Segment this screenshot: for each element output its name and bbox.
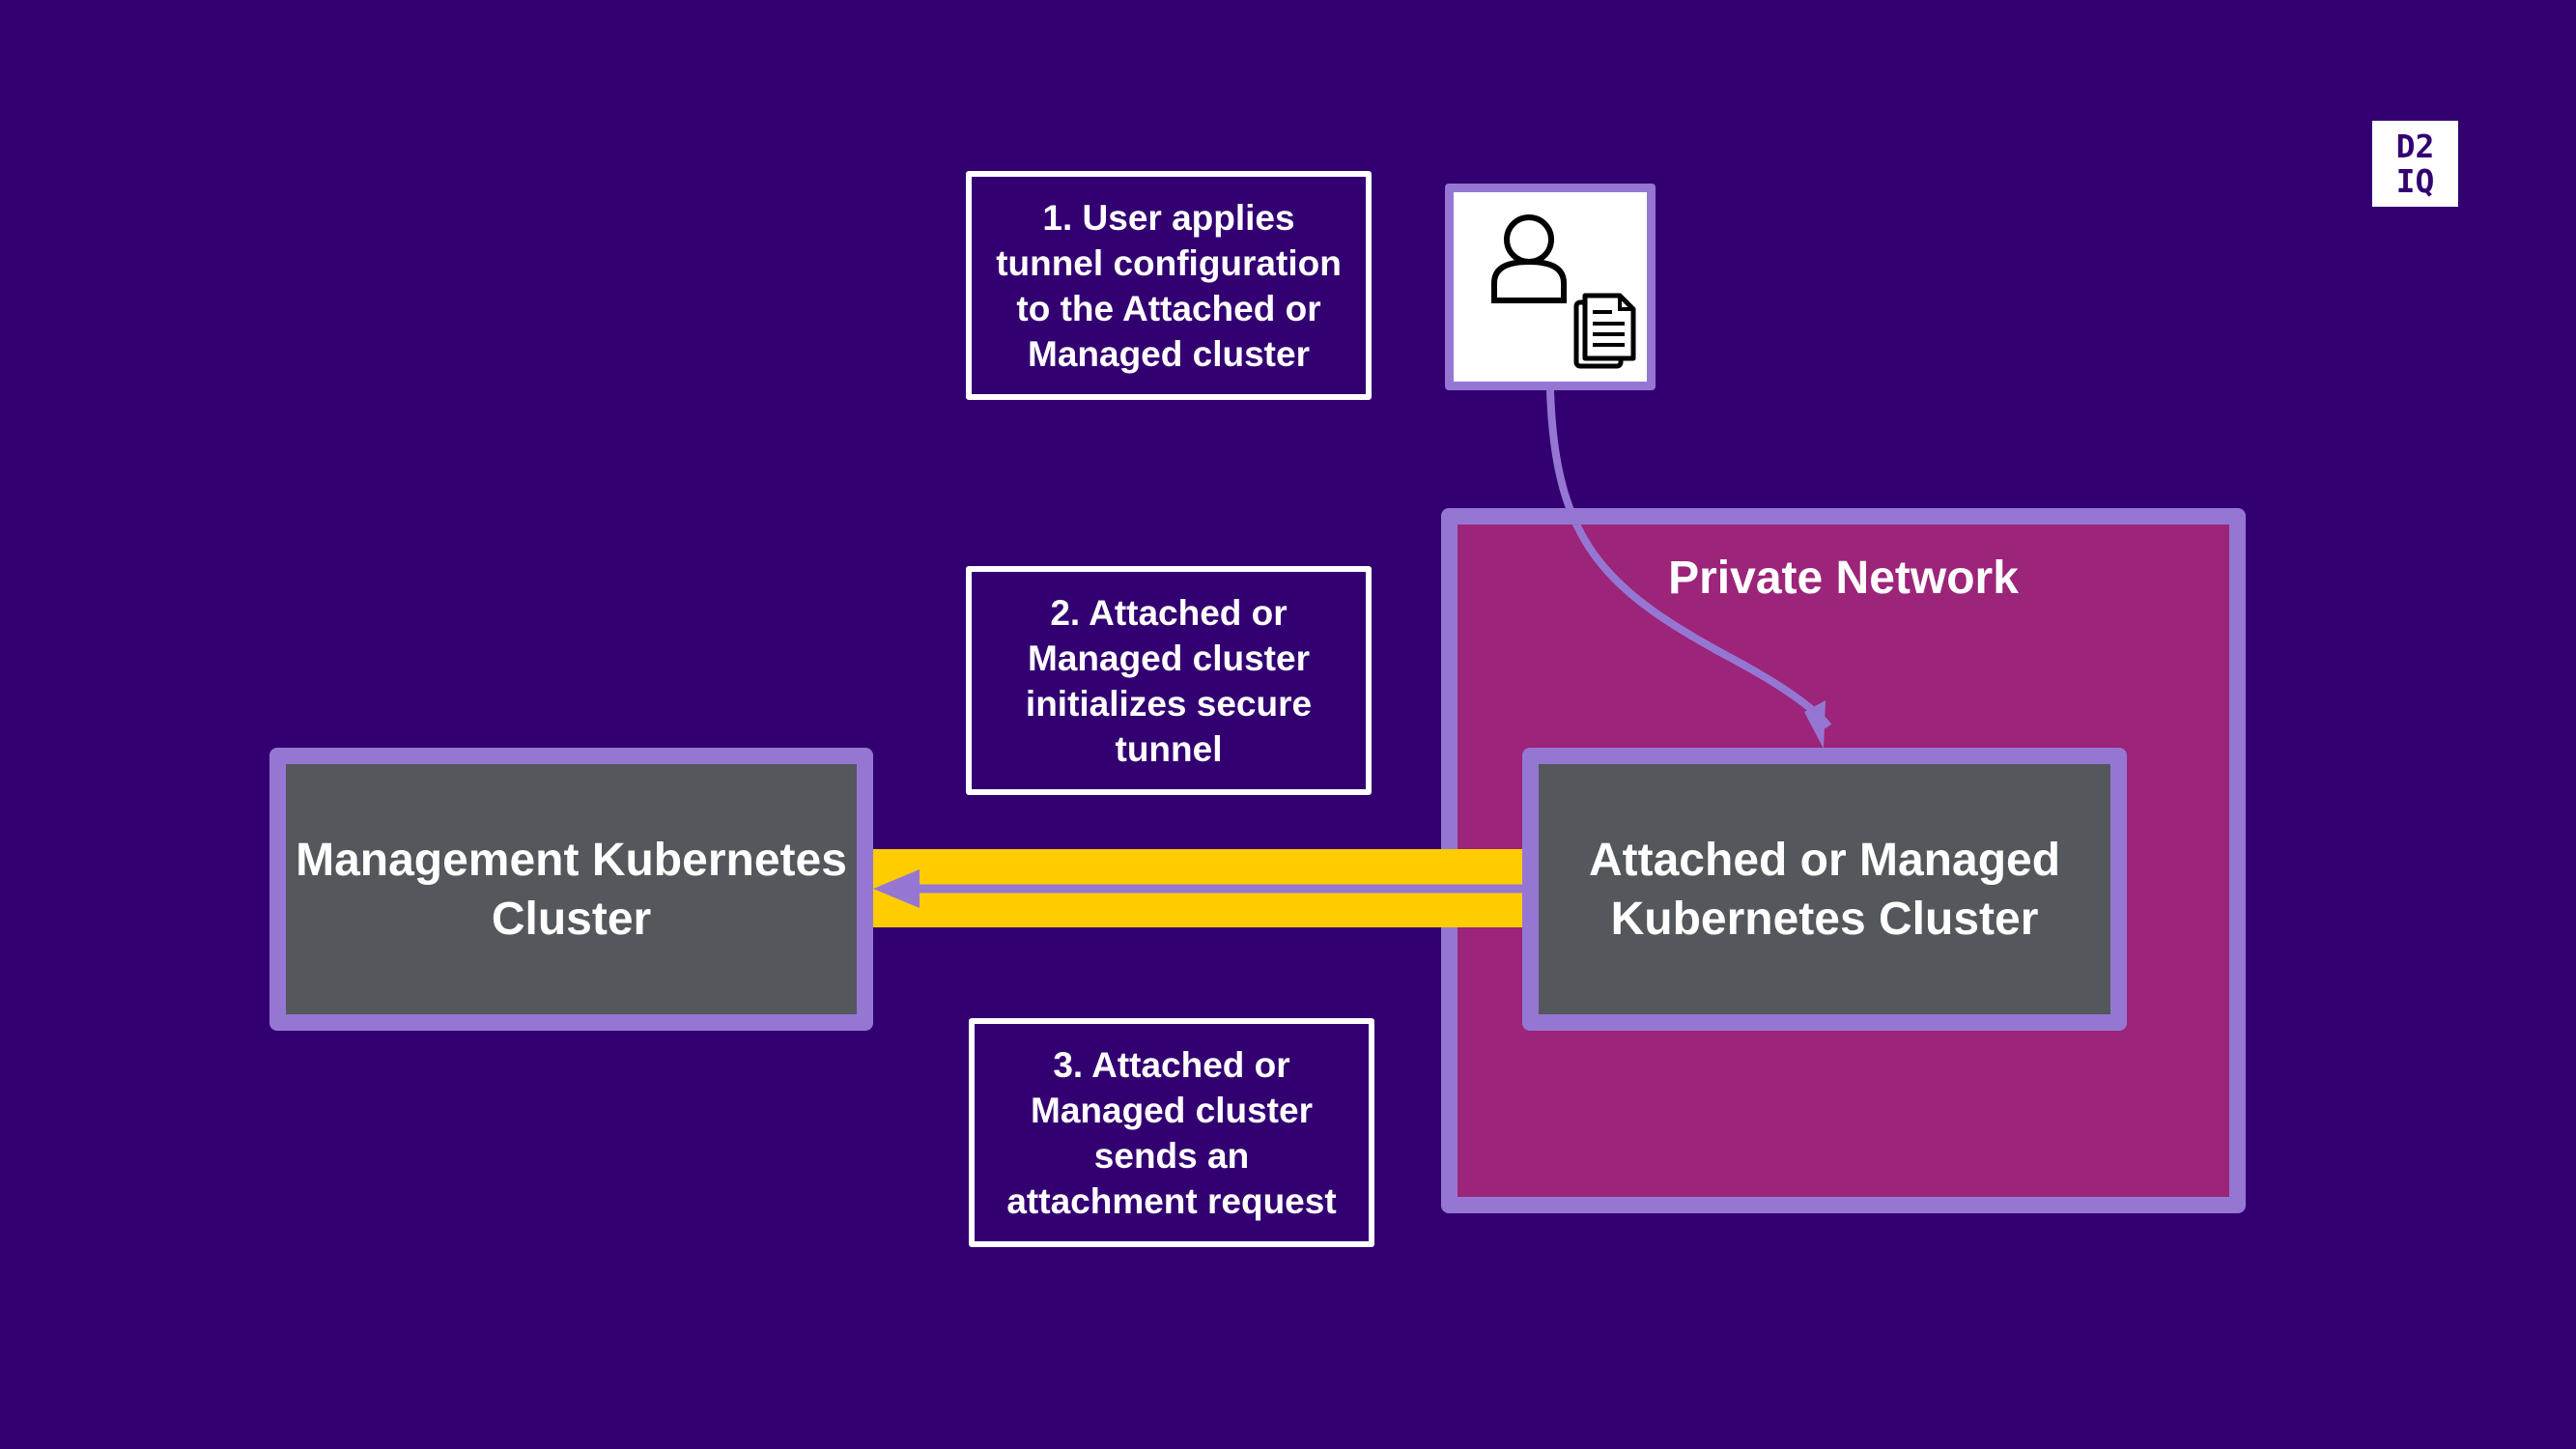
attached-cluster[interactable]: Attached or Managed Kubernetes Cluster: [1522, 748, 2127, 1031]
user-icon: [1491, 214, 1567, 303]
secure-tunnel: [864, 849, 1531, 927]
logo-line-1: D2: [2395, 127, 2435, 165]
step-1-note: 1. User applies tunnel configuration to …: [966, 171, 1372, 400]
step-2-text: 2. Attached or Managed cluster initializ…: [1025, 592, 1313, 769]
step-1-text: 1. User applies tunnel configuration to …: [996, 197, 1342, 374]
attached-cluster-label: Attached or Managed Kubernetes Cluster: [1588, 834, 2061, 945]
user-config-box: [1445, 184, 1656, 390]
logo-line-2: IQ: [2395, 161, 2435, 200]
step-3-note: 3. Attached or Managed cluster sends an …: [969, 1018, 1374, 1247]
documents-icon: [1573, 293, 1636, 369]
management-cluster[interactable]: Management Kubernetes Cluster: [269, 748, 873, 1031]
step-3-text: 3. Attached or Managed cluster sends an …: [1006, 1044, 1337, 1221]
step-2-note: 2. Attached or Managed cluster initializ…: [966, 566, 1372, 795]
management-cluster-label: Management Kubernetes Cluster: [296, 834, 847, 945]
d2iq-logo: D2 IQ: [2372, 121, 2458, 207]
private-network-title: Private Network: [1668, 553, 2019, 604]
